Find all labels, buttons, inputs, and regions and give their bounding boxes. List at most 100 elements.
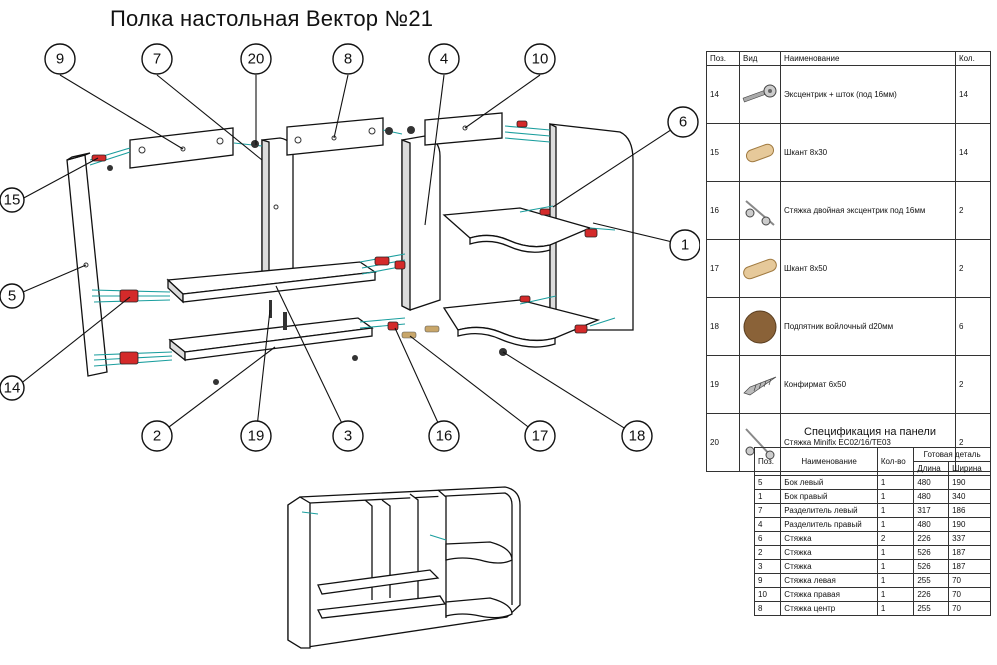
- header-qty: Кол.: [955, 51, 991, 66]
- header-name: Наименование: [780, 51, 956, 66]
- svg-text:18: 18: [629, 428, 646, 445]
- hardware-table: Поз. Вид Наименование Кол. 14 Эксцентрик…: [706, 51, 991, 472]
- spec-width-cell: 187: [948, 545, 991, 560]
- spec-qty-cell: 1: [876, 545, 915, 560]
- callout-18: 18: [621, 420, 653, 452]
- spec-width-cell: 70: [948, 587, 991, 602]
- exploded-assembly-drawing: 9 7 20 8 4 10 6 15 1 5 14 2 19 3 16 17 1…: [0, 43, 700, 649]
- spec-pos-cell: 5: [753, 475, 782, 490]
- pos-cell: 14: [706, 65, 740, 124]
- left-divider-panel: [261, 137, 294, 281]
- spec-qty-cell: 1: [876, 517, 915, 532]
- table-row: 17 Шкант 8х50 2: [706, 239, 991, 298]
- fasteners: [91, 120, 598, 385]
- svg-text:4: 4: [440, 51, 448, 68]
- spec-pos-cell: 8: [753, 601, 782, 616]
- name-cell: Эксцентрик + шток (под 16мм): [780, 65, 956, 124]
- spec-qty-cell: 1: [876, 503, 915, 518]
- callout-19: 19: [240, 420, 272, 452]
- name-cell: Подпятник войлочный d20мм: [780, 297, 956, 356]
- name-cell: Шкант 8х30: [780, 123, 956, 182]
- spec-length-cell: 226: [913, 531, 950, 546]
- pos-cell: 18: [706, 297, 740, 356]
- upper-corner-shelf: [442, 207, 592, 253]
- name-cell: Конфирмат 6х50: [780, 355, 956, 414]
- spec-pos-cell: 6: [753, 531, 782, 546]
- spec-length-cell: 255: [913, 573, 950, 588]
- qty-cell: 6: [955, 297, 991, 356]
- qty-cell: 2: [955, 355, 991, 414]
- svg-text:15: 15: [4, 192, 21, 209]
- spec-qty-cell: 1: [876, 475, 915, 490]
- callout-9: 9: [44, 43, 76, 75]
- name-cell: Шкант 8х50: [780, 239, 956, 298]
- spec-width-cell: 70: [948, 601, 991, 616]
- callout-6: 6: [667, 106, 699, 138]
- pos-cell: 15: [706, 123, 740, 182]
- spec-length-cell: 317: [913, 503, 950, 518]
- spec-header-row: Поз. Наименование Кол-во Готовая деталь: [753, 447, 991, 476]
- eccentric-icon: [739, 65, 781, 124]
- spec-name-cell: Бок правый: [780, 489, 878, 504]
- lower-corner-shelf: [442, 299, 601, 348]
- spec-length-cell: 255: [913, 601, 950, 616]
- callout-leaders: [15, 74, 686, 437]
- callout-15: 15: [0, 187, 25, 213]
- panel-spec-table: Поз. Наименование Кол-во Готовая деталь …: [753, 447, 991, 616]
- spec-qty-cell: 1: [876, 559, 915, 574]
- spec-qty-cell: 1: [876, 601, 915, 616]
- spec-name-cell: Стяжка: [780, 559, 878, 574]
- svg-text:9: 9: [56, 51, 64, 68]
- spec-length-cell: 226: [913, 587, 950, 602]
- callout-4: 4: [428, 43, 460, 75]
- svg-text:14: 14: [4, 380, 21, 397]
- upper-left-shelf: [166, 261, 377, 304]
- spec-header-length: Длина: [913, 461, 950, 476]
- callout-labels: 9 7 20 8 4 10 6 15 1 5 14 2 19 3 16 17 1…: [0, 43, 700, 452]
- spec-pos-cell: 9: [753, 573, 782, 588]
- spec-width-cell: 337: [948, 531, 991, 546]
- spec-name-cell: Стяжка правая: [780, 587, 878, 602]
- felt-pad-icon: [739, 297, 781, 356]
- svg-text:7: 7: [153, 51, 161, 68]
- qty-cell: 14: [955, 123, 991, 182]
- spec-header-pos: Поз.: [753, 447, 782, 476]
- lower-left-shelf: [168, 317, 374, 362]
- spec-length-cell: 480: [913, 517, 950, 532]
- spec-qty-cell: 2: [876, 531, 915, 546]
- svg-text:16: 16: [436, 428, 453, 445]
- svg-text:1: 1: [681, 237, 689, 254]
- callout-2: 2: [141, 420, 173, 452]
- name-cell: Стяжка двойная эксцентрик под 16мм: [780, 181, 956, 240]
- spec-pos-cell: 4: [753, 517, 782, 532]
- right-divider-panel: [401, 135, 441, 312]
- callout-3: 3: [332, 420, 364, 452]
- svg-text:2: 2: [153, 428, 161, 445]
- callout-10: 10: [524, 43, 556, 75]
- spec-name-cell: Разделитель левый: [780, 503, 878, 518]
- spec-pos-cell: 2: [753, 545, 782, 560]
- spec-header-finished: Готовая деталь: [913, 447, 991, 462]
- table-row: 19 Конфирмат 6х50 2: [706, 355, 991, 414]
- callout-20: 20: [240, 43, 272, 75]
- spec-header-width: Ширина: [948, 461, 991, 476]
- drawing-title: Полка настольная Вектор №21: [110, 6, 434, 31]
- callout-14: 14: [0, 375, 25, 401]
- spec-qty-cell: 1: [876, 489, 915, 504]
- dowel-icon: [739, 123, 781, 182]
- callout-8: 8: [332, 43, 364, 75]
- spec-width-cell: 190: [948, 475, 991, 490]
- svg-text:6: 6: [679, 114, 687, 131]
- spec-name-cell: Стяжка левая: [780, 573, 878, 588]
- double-tie-icon: [739, 181, 781, 240]
- spec-width-cell: 190: [948, 517, 991, 532]
- spec-pos-cell: 7: [753, 503, 782, 518]
- qty-cell: 14: [955, 65, 991, 124]
